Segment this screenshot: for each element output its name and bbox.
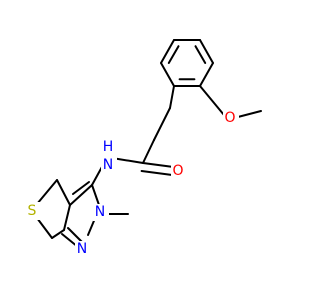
carbonyl-oxygen-label: O — [172, 163, 183, 179]
molecule-structure-diagram: O O H N N N S — [25, 39, 262, 258]
amide-nh-atom: H N — [101, 138, 117, 174]
bond-double-inner — [72, 181, 90, 195]
bond — [160, 62, 175, 87]
bond-lines — [36, 39, 262, 248]
bond — [153, 107, 171, 141]
bond — [91, 184, 100, 206]
bond — [36, 217, 53, 239]
pyrazole-n-methyl-atom: N — [93, 204, 109, 221]
methoxy-oxygen-label: O — [224, 110, 235, 126]
pyrazole-imine-nitrogen-label: N — [77, 241, 87, 257]
carbonyl-oxygen-atom: O — [171, 163, 187, 180]
bond — [199, 62, 214, 87]
atom-labels: O O H N N N S — [25, 110, 239, 258]
bond-double-inner — [167, 45, 180, 64]
pyrazole-nitrogen-label: N — [95, 204, 105, 220]
amide-hydrogen-label: H — [103, 139, 114, 155]
bond — [63, 204, 71, 231]
bond — [160, 39, 175, 64]
bond — [199, 85, 225, 116]
bond-double — [140, 170, 174, 176]
sulfur-atom: S — [25, 202, 41, 220]
methoxy-oxygen-atom: O — [223, 110, 239, 127]
amide-nitrogen-label: N — [103, 157, 113, 173]
bond — [56, 179, 71, 206]
pyrazole-imine-nitrogen-atom: N — [75, 241, 91, 258]
bond — [36, 179, 58, 205]
sulfur-label: S — [28, 203, 37, 219]
bond-double — [67, 227, 83, 243]
bond — [111, 157, 144, 164]
bond — [51, 229, 65, 239]
bond — [69, 184, 93, 206]
bond — [169, 85, 175, 109]
bond-double — [142, 162, 175, 168]
bond-double-inner — [194, 45, 207, 64]
bond — [199, 39, 214, 64]
bond — [142, 139, 155, 164]
